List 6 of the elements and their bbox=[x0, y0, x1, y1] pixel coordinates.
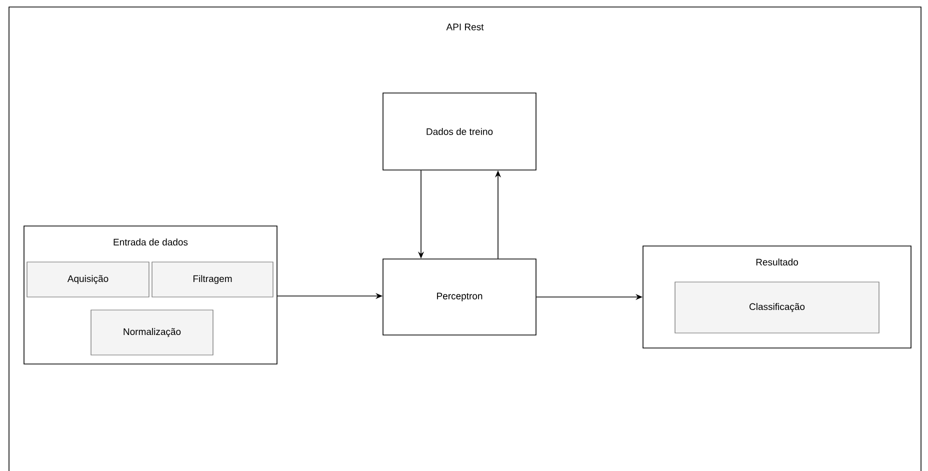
step-box: Aquisição bbox=[26, 262, 150, 298]
process-box: Dados de treino bbox=[382, 92, 536, 170]
step-box: Classificação bbox=[674, 282, 880, 334]
process-box: Perceptron bbox=[382, 258, 536, 336]
step-box: Normalização bbox=[90, 310, 214, 356]
step-box: Filtragem bbox=[152, 262, 274, 298]
